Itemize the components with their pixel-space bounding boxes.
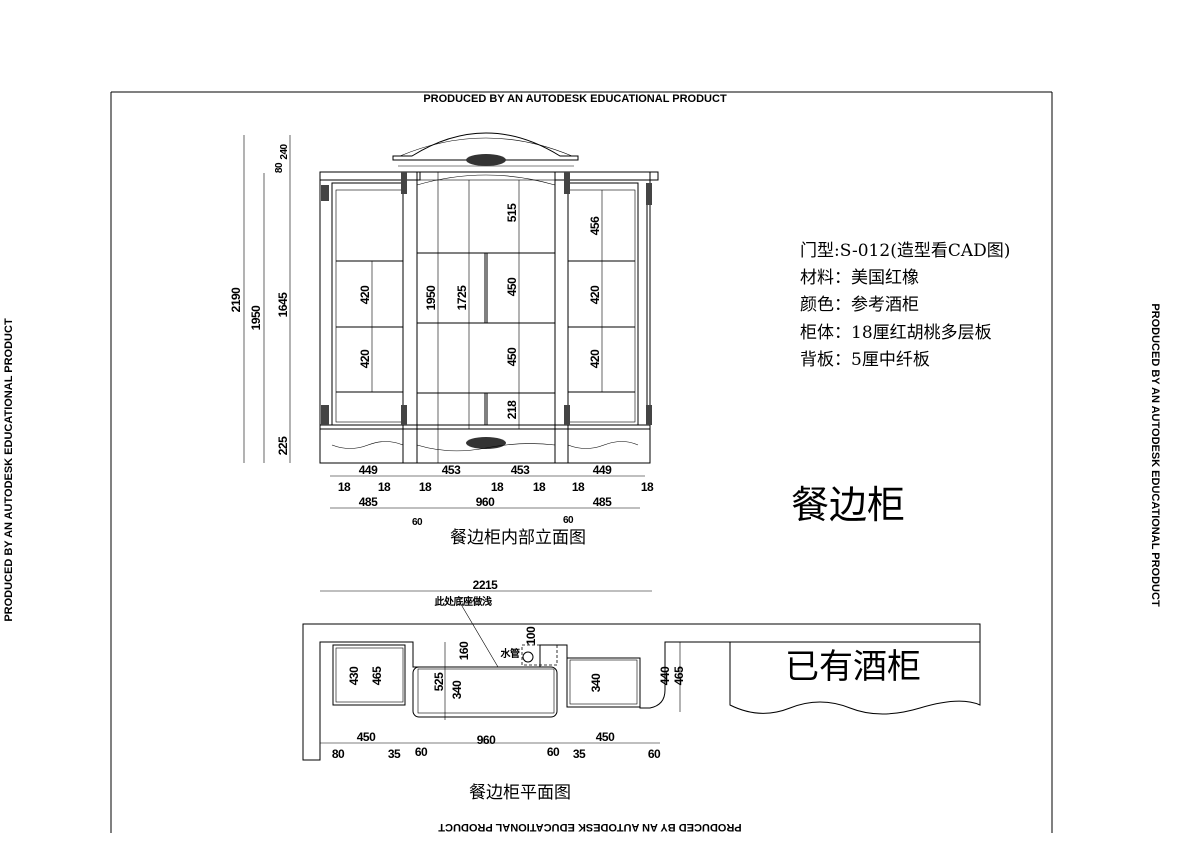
dim-label: 225: [276, 436, 290, 455]
dim-label: 218: [505, 400, 519, 419]
dim-label: 525: [432, 672, 446, 691]
dim-label: 420: [588, 285, 602, 304]
dim-label: 18: [338, 480, 351, 494]
dim-label: 160: [457, 641, 471, 660]
water-pipe-icon: [522, 651, 534, 663]
watermark-right: PRODUCED BY AN AUTODESK EDUCATIONAL PROD…: [1149, 303, 1161, 607]
drawing-frame: [110, 91, 1053, 833]
elevation-drawing: [243, 132, 659, 509]
dim-label: 60: [547, 745, 560, 759]
dim-label: 450: [505, 277, 519, 296]
dim-label: 430: [347, 666, 361, 685]
plan-note: 此处底座做浅: [435, 595, 492, 608]
elevation-dimensions: 2190 1950 1645 225 80 240 420 420 1950 1…: [229, 143, 654, 528]
dim-label: 18: [419, 480, 432, 494]
dim-label: 18: [378, 480, 391, 494]
plan-drawing: [302, 590, 981, 761]
dim-label: 18: [641, 480, 654, 494]
dim-label: 1950: [249, 305, 263, 331]
elevation-title: 餐边柜内部立面图: [450, 528, 586, 548]
dim-label: 465: [370, 666, 384, 685]
dim-label: 60: [563, 515, 574, 526]
dim-label: 18: [572, 480, 585, 494]
dim-label: 1725: [455, 285, 469, 311]
dim-label: 60: [648, 747, 661, 761]
dim-label: 340: [589, 673, 603, 692]
dim-label: 515: [505, 203, 519, 222]
dim-label: 960: [477, 733, 496, 747]
spec-line: 门型:S-012(造型看CAD图): [800, 241, 1010, 261]
spec-block: 门型:S-012(造型看CAD图) 材料：美国红橡 颜色：参考酒柜 柜体：18厘…: [800, 241, 1010, 370]
dim-label: 453: [442, 463, 461, 477]
dim-label: 960: [476, 495, 495, 509]
dim-label: 450: [596, 730, 615, 744]
dim-label: 420: [358, 349, 372, 368]
dim-label: 485: [593, 495, 612, 509]
dim-label: 60: [412, 517, 423, 528]
spec-line: 背板：5厘中纤板: [800, 350, 930, 370]
dim-label: 485: [359, 495, 378, 509]
title-big: 餐边柜: [791, 483, 905, 527]
spec-line: 颜色：参考酒柜: [800, 295, 919, 315]
plan-title: 餐边柜平面图: [469, 783, 571, 803]
dim-label: 340: [450, 680, 464, 699]
dim-label: 18: [491, 480, 504, 494]
spec-line: 材料：美国红橡: [800, 268, 919, 288]
dim-label: 465: [672, 666, 686, 685]
dim-label: 2215: [473, 578, 499, 592]
dim-label: 449: [593, 463, 612, 477]
dim-label: 453: [511, 463, 530, 477]
dim-label: 450: [505, 347, 519, 366]
dim-label: 420: [358, 285, 372, 304]
dim-label: 35: [573, 747, 586, 761]
watermark-top: PRODUCED BY AN AUTODESK EDUCATIONAL PROD…: [423, 93, 727, 105]
dim-label: 420: [588, 349, 602, 368]
dim-label: 1645: [276, 292, 290, 318]
carving-ornament-icon: [466, 154, 506, 449]
dim-label: 2190: [229, 287, 243, 313]
dim-label: 1950: [424, 285, 438, 311]
dim-label: 240: [279, 143, 290, 159]
watermark-bottom: PRODUCED BY AN AUTODESK EDUCATIONAL PROD…: [438, 821, 742, 833]
plan-dimensions: 2215 此处底座做浅 水管 100 430 465 525 160 340 3…: [332, 578, 686, 761]
dim-label: 80: [274, 162, 285, 173]
dim-label: 440: [658, 666, 672, 685]
dim-label: 449: [359, 463, 378, 477]
pipe-label: 水管: [500, 647, 521, 660]
dim-label: 60: [415, 745, 428, 759]
dim-label: 80: [332, 747, 345, 761]
dim-label: 18: [533, 480, 546, 494]
watermark-left: PRODUCED BY AN AUTODESK EDUCATIONAL PROD…: [3, 318, 15, 622]
existing-cabinet-label: 已有酒柜: [785, 647, 921, 687]
spec-line: 柜体：18厘红胡桃多层板: [800, 323, 992, 343]
dim-label: 450: [357, 730, 376, 744]
dim-label: 35: [388, 747, 401, 761]
dim-label: 456: [588, 216, 602, 235]
dim-label: 100: [524, 626, 538, 645]
